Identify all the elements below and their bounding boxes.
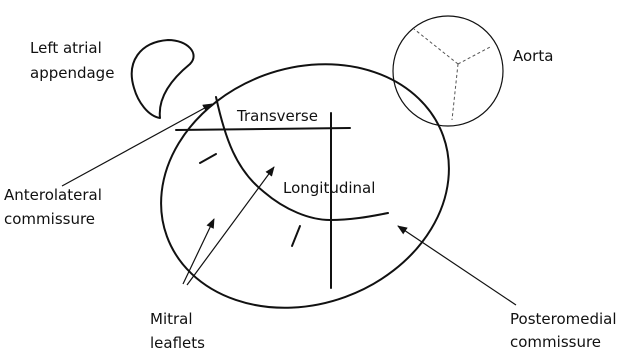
mitral-leaflets-pointer-arrow	[186, 166, 275, 286]
left-atrial-appendage-label: Left atrial appendage	[30, 39, 114, 82]
aortic-commissure-line	[451, 63, 459, 121]
leaflet-coaptation-line	[215, 96, 389, 221]
posteromedial-pointer-arrow	[397, 225, 517, 306]
mitral-annulus-ellipse	[160, 63, 450, 309]
left-atrial-appendage-shape	[130, 39, 195, 119]
longitudinal-label: Longitudinal	[283, 179, 375, 197]
aortic-commissure-line	[413, 28, 459, 65]
mitral-leaflets-pointer-arrow	[182, 218, 215, 285]
mitral-leaflets-label: Mitral leaflets	[150, 310, 205, 351]
posteromedial-commissure-label: Posteromedial commissure	[510, 310, 621, 351]
leaflet-tick	[199, 153, 217, 164]
anterolateral-commissure-label: Anterolateral commissure	[4, 186, 107, 228]
aorta-circle	[392, 15, 504, 127]
transverse-axis-line	[175, 127, 351, 131]
aortic-valve	[392, 15, 504, 127]
leaflet-tick	[291, 225, 301, 247]
anterolateral-pointer-arrow	[61, 103, 213, 187]
transverse-label: Transverse	[236, 107, 318, 125]
aorta-label: Aorta	[513, 47, 553, 65]
aortic-commissure-line	[457, 45, 493, 65]
